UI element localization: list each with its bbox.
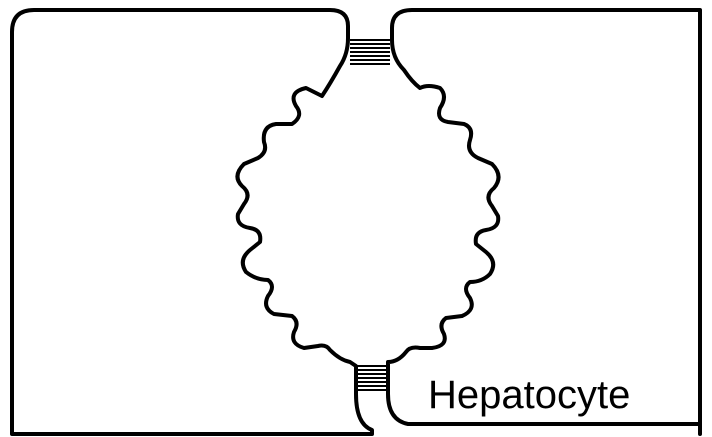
hepatocyte-label: Hepatocyte [428,373,630,417]
left-cell [12,10,372,434]
bottom-tight-junction [356,366,388,390]
top-tight-junction [350,40,390,64]
right-cell [388,10,700,434]
